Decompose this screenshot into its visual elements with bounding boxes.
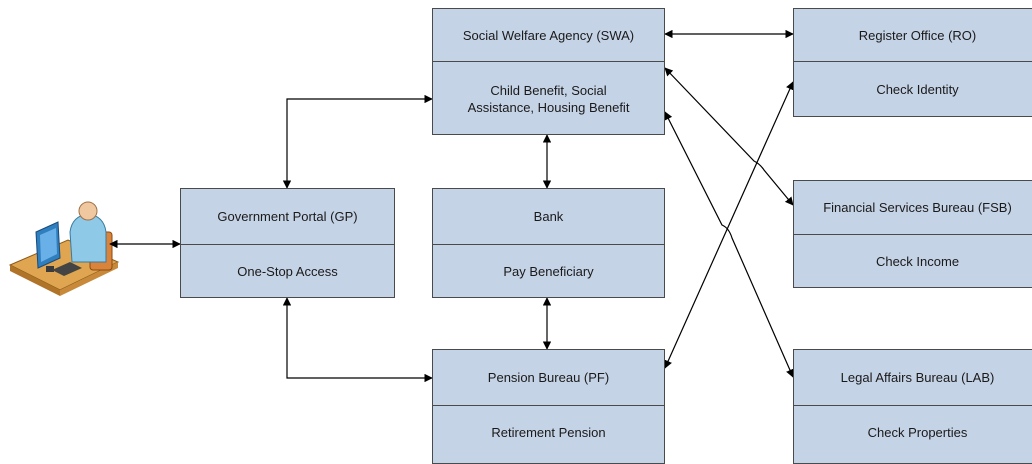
node-legal-affairs-bureau[interactable]: Legal Affairs Bureau (LAB) Check Propert… (793, 349, 1032, 464)
node-title: Government Portal (GP) (217, 209, 358, 224)
node-subtitle: Check Properties (867, 425, 968, 440)
node-title: Bank (533, 209, 564, 224)
node-divider (794, 61, 1032, 62)
node-financial-services-bureau[interactable]: Financial Services Bureau (FSB) Check In… (793, 180, 1032, 288)
node-divider (181, 244, 394, 245)
node-social-welfare-agency[interactable]: Social Welfare Agency (SWA) Child Benefi… (432, 8, 665, 135)
node-government-portal[interactable]: Government Portal (GP) One-Stop Access (180, 188, 395, 298)
connector-gp-swa (282, 94, 433, 189)
node-register-office[interactable]: Register Office (RO) Check Identity (793, 8, 1032, 117)
node-title: Social Welfare Agency (SWA) (462, 27, 635, 43)
connector-swa-fsb (664, 67, 794, 206)
node-pension-bureau[interactable]: Pension Bureau (PF) Retirement Pension (432, 349, 665, 464)
connector-gp-pf (282, 297, 433, 383)
node-divider (794, 234, 1032, 235)
node-title: Register Office (RO) (858, 27, 977, 43)
node-divider (794, 405, 1032, 406)
node-divider (433, 244, 664, 245)
node-subtitle: Pay Beneficiary (503, 264, 594, 279)
node-bank[interactable]: Bank Pay Beneficiary (432, 188, 665, 298)
node-subtitle: Retirement Pension (491, 425, 606, 440)
node-subtitle: Check Income (875, 254, 960, 269)
node-divider (433, 405, 664, 406)
node-title: Legal Affairs Bureau (LAB) (840, 370, 995, 385)
connector-swa-lab (664, 111, 794, 378)
node-divider (433, 61, 664, 62)
connector-pf-ro (664, 81, 794, 369)
node-subtitle: One-Stop Access (237, 264, 338, 279)
node-title: Financial Services Bureau (FSB) (823, 200, 1012, 215)
user-at-computer-icon (8, 201, 120, 296)
node-title: Pension Bureau (PF) (487, 370, 610, 385)
node-subtitle: Check Identity (876, 82, 959, 97)
node-subtitle: Child Benefit, Social Assistance, Housin… (467, 82, 630, 115)
